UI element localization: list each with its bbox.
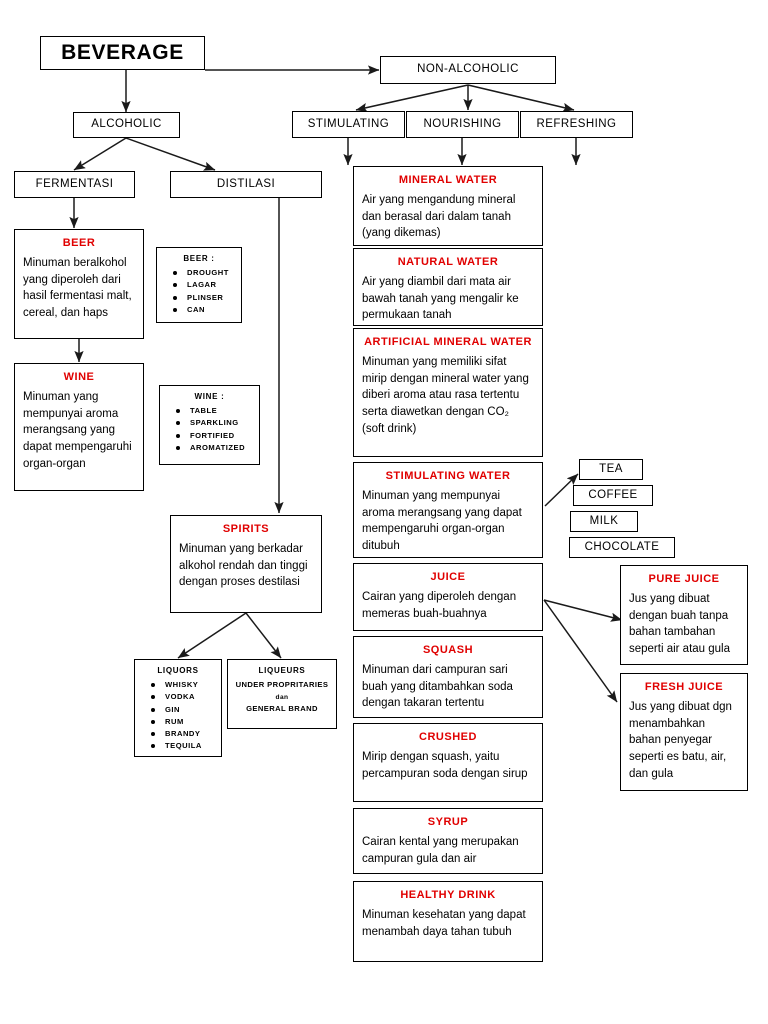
node-refreshing-label: REFRESHING [536, 117, 617, 130]
list-item: GIN [151, 704, 217, 716]
node-stimulating-label: STIMULATING [307, 117, 390, 130]
node-beverage-label: BEVERAGE [61, 40, 184, 64]
node-coffee-label: COFFEE [588, 488, 638, 501]
list-item: TABLE [176, 405, 255, 417]
card-juice-body: Cairan yang diperoleh dengan memeras bua… [362, 591, 517, 620]
node-chocolate: CHOCOLATE [569, 537, 675, 558]
list-liqueurs-title: LIQUEURS [258, 666, 306, 675]
list-liqueurs-line-2: dan [275, 693, 289, 701]
card-wine-body: Minuman yang mempunyai aroma merangsang … [23, 391, 132, 470]
list-item: CAN [173, 304, 237, 316]
node-distilasi-label: DISTILASI [216, 177, 276, 190]
list-wine-types-items: TABLE SPARKLING FORTIFIED AROMATIZED [164, 405, 255, 454]
list-liquors-title: LIQUORS [157, 666, 199, 675]
list-liqueurs-line-1: UNDER PROPRITARIES [235, 680, 329, 689]
card-squash-body: Minuman dari campuran sari buah yang dit… [362, 664, 513, 710]
list-beer-types-title: BEER : [183, 254, 215, 263]
node-tea-label: TEA [599, 462, 623, 475]
list-wine-types: WINE : TABLE SPARKLING FORTIFIED AROMATI… [159, 385, 260, 465]
card-artificial-mineral-water: ARTIFICIAL MINERAL WATER Minuman yang me… [353, 328, 543, 457]
card-fresh-juice: FRESH JUICE Jus yang dibuat dgn menambah… [620, 673, 748, 791]
list-item: DROUGHT [173, 267, 237, 279]
card-crushed: CRUSHED Mirip dengan squash, yaitu perca… [353, 723, 543, 802]
node-fermentasi: FERMENTASI [14, 171, 135, 198]
node-distilasi: DISTILASI [170, 171, 322, 198]
list-wine-types-title: WINE : [194, 392, 225, 401]
card-fresh-juice-body: Jus yang dibuat dgn menambahkan bahan pe… [629, 701, 732, 780]
card-juice-heading: JUICE [430, 571, 466, 583]
node-alcoholic: ALCOHOLIC [73, 112, 180, 138]
list-item: WHISKY [151, 679, 217, 691]
card-fresh-juice-heading: FRESH JUICE [644, 681, 724, 693]
list-liqueurs-line-3: GENERAL BRAND [246, 704, 318, 714]
node-coffee: COFFEE [573, 485, 653, 506]
card-crushed-body: Mirip dengan squash, yaitu percampuran s… [362, 751, 528, 780]
list-beer-types: BEER : DROUGHT LAGAR PLINSER CAN [156, 247, 242, 323]
card-beer-heading: BEER [62, 237, 96, 249]
list-liqueurs: LIQUEURS UNDER PROPRITARIES dan GENERAL … [227, 659, 337, 729]
card-stimulating-water-heading: STIMULATING WATER [385, 470, 511, 482]
node-stimulating: STIMULATING [292, 111, 405, 138]
card-mineral-water: MINERAL WATER Air yang mengandung minera… [353, 166, 543, 246]
list-liquors: LIQUORS WHISKY VODKA GIN RUM BRANDY TEQU… [134, 659, 222, 757]
card-natural-water-body: Air yang diambil dari mata air bawah tan… [362, 276, 519, 322]
card-pure-juice-heading: PURE JUICE [648, 573, 720, 585]
card-pure-juice-body: Jus yang dibuat dengan buah tanpa bahan … [629, 593, 731, 656]
node-tea: TEA [579, 459, 643, 480]
list-item: SPARKLING [176, 417, 255, 429]
card-stimulating-water: STIMULATING WATER Minuman yang mempunyai… [353, 462, 543, 558]
node-non-alcoholic-label: NON-ALCOHOLIC [417, 63, 519, 76]
card-wine-heading: WINE [63, 371, 95, 383]
card-mineral-water-heading: MINERAL WATER [398, 174, 498, 186]
card-syrup-heading: SYRUP [427, 816, 469, 828]
card-spirits: SPIRITS Minuman yang berkadar alkohol re… [170, 515, 322, 613]
list-item: PLINSER [173, 292, 237, 304]
list-item: LAGAR [173, 279, 237, 291]
card-healthy-drink-heading: HEALTHY DRINK [400, 889, 496, 901]
card-healthy-drink-body: Minuman kesehatan yang dapat menambah da… [362, 909, 526, 938]
node-nourishing-label: NOURISHING [423, 117, 502, 130]
card-beer-body: Minuman beralkohol yang diperoleh dari h… [23, 257, 132, 320]
card-artificial-mineral-water-heading: ARTIFICIAL MINERAL WATER [364, 336, 532, 348]
card-squash: SQUASH Minuman dari campuran sari buah y… [353, 636, 543, 718]
node-refreshing: REFRESHING [520, 111, 633, 138]
card-artificial-mineral-water-body: Minuman yang memiliki sifat mirip dengan… [362, 356, 529, 435]
list-beer-types-items: DROUGHT LAGAR PLINSER CAN [161, 267, 237, 316]
list-item: BRANDY [151, 728, 217, 740]
node-alcoholic-label: ALCOHOLIC [91, 118, 162, 131]
node-beverage: BEVERAGE [40, 36, 205, 70]
node-milk: MILK [570, 511, 638, 532]
card-stimulating-water-body: Minuman yang mempunyai aroma merangsang … [362, 490, 522, 553]
card-crushed-heading: CRUSHED [419, 731, 477, 743]
list-item: TEQUILA [151, 740, 217, 752]
card-syrup-body: Cairan kental yang merupakan campuran gu… [362, 836, 519, 865]
card-pure-juice: PURE JUICE Jus yang dibuat dengan buah t… [620, 565, 748, 665]
card-healthy-drink: HEALTHY DRINK Minuman kesehatan yang dap… [353, 881, 543, 962]
node-milk-label: MILK [589, 514, 619, 527]
node-nourishing: NOURISHING [406, 111, 519, 138]
node-chocolate-label: CHOCOLATE [584, 540, 660, 553]
card-spirits-heading: SPIRITS [222, 523, 270, 535]
card-beer: BEER Minuman beralkohol yang diperoleh d… [14, 229, 144, 339]
card-syrup: SYRUP Cairan kental yang merupakan campu… [353, 808, 543, 874]
node-fermentasi-label: FERMENTASI [35, 177, 114, 190]
card-mineral-water-body: Air yang mengandung mineral dan berasal … [362, 194, 516, 240]
list-item: AROMATIZED [176, 442, 255, 454]
card-juice: JUICE Cairan yang diperoleh dengan memer… [353, 563, 543, 631]
card-natural-water: NATURAL WATER Air yang diambil dari mata… [353, 248, 543, 326]
card-natural-water-heading: NATURAL WATER [397, 256, 499, 268]
list-liquors-items: WHISKY VODKA GIN RUM BRANDY TEQUILA [139, 679, 217, 753]
node-non-alcoholic: NON-ALCOHOLIC [380, 56, 556, 84]
card-wine: WINE Minuman yang mempunyai aroma merang… [14, 363, 144, 491]
list-item: RUM [151, 716, 217, 728]
card-spirits-body: Minuman yang berkadar alkohol rendah dan… [179, 543, 308, 589]
list-item: VODKA [151, 691, 217, 703]
card-squash-heading: SQUASH [422, 644, 474, 656]
list-item: FORTIFIED [176, 430, 255, 442]
